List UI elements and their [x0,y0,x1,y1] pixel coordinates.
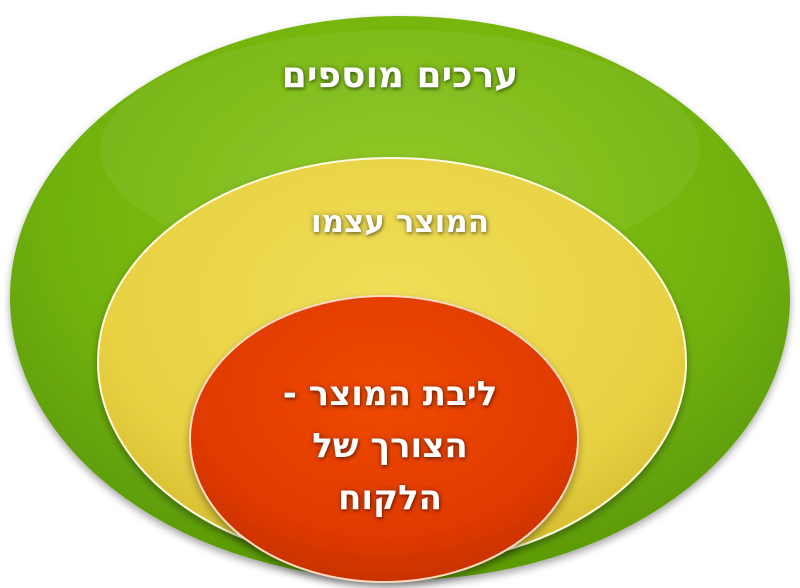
inner-ellipse [189,295,579,583]
inner-label-line-3: הלקוח [338,478,442,518]
outer-layer-label: ערכים מוספים [281,55,519,96]
inner-label-line-2: הצורך של [312,426,468,466]
inner-layer-label: ליבת המוצר - הצורך של הלקוח [220,368,560,524]
inner-label-line-1: ליבת המוצר - [282,374,498,414]
middle-layer-label: המוצר עצמו [310,204,490,240]
